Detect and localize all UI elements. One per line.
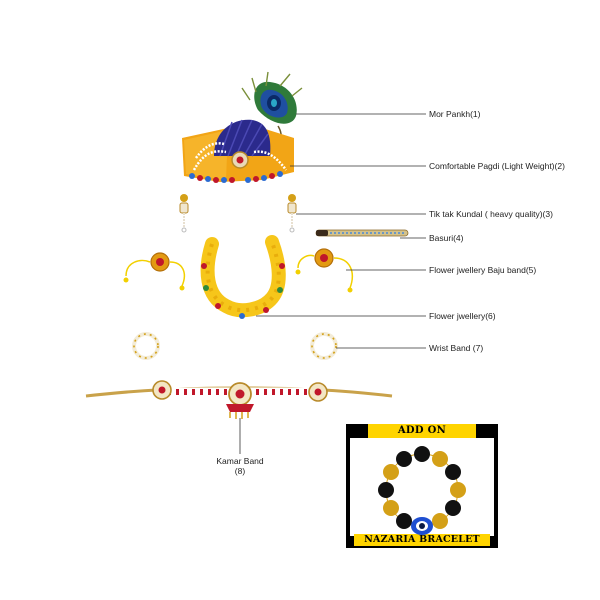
kamar-band-label-name: Kamar Band: [216, 456, 264, 466]
baju-band-left-illustration: [123, 252, 186, 291]
flower-jwellery-label: Flower jwellery(6): [429, 311, 496, 321]
basuri-illustration: [315, 229, 409, 237]
addon-header: ADD ON: [368, 424, 476, 438]
mor-pankh-illustration: [241, 71, 303, 151]
pagdi-illustration: [182, 119, 294, 183]
wrist-band-right-illustration: [310, 332, 338, 360]
baju-band-right-illustration: [295, 248, 354, 293]
kundal-illustration: [179, 194, 297, 233]
wrist-band-left-illustration: [132, 332, 160, 360]
kamar-band-illustration: [85, 380, 393, 419]
addon-footer: NAZARIA BRACELET: [354, 534, 490, 546]
wrist-band-label: Wrist Band (7): [429, 343, 484, 353]
kamar-band-label: Kamar Band (8): [212, 456, 268, 476]
leader-lines: [239, 113, 426, 454]
nazaria-bracelet-illustration: [378, 446, 466, 535]
kundal-label: Tik tak Kundal ( heavy quality)(3): [429, 209, 553, 219]
pagdi-label: Comfortable Pagdi (Light Weight)(2): [429, 161, 565, 171]
baju-band-label: Flower jwellery Baju band(5): [429, 265, 537, 275]
kamar-band-label-number: (8): [234, 466, 246, 476]
flower-jwellery-illustration: [200, 235, 286, 319]
basuri-label: Basuri(4): [429, 233, 464, 243]
addon-panel: ADD ON NAZARIA BRACELET: [346, 424, 498, 548]
mor-pankh-label: Mor Pankh(1): [429, 109, 481, 119]
